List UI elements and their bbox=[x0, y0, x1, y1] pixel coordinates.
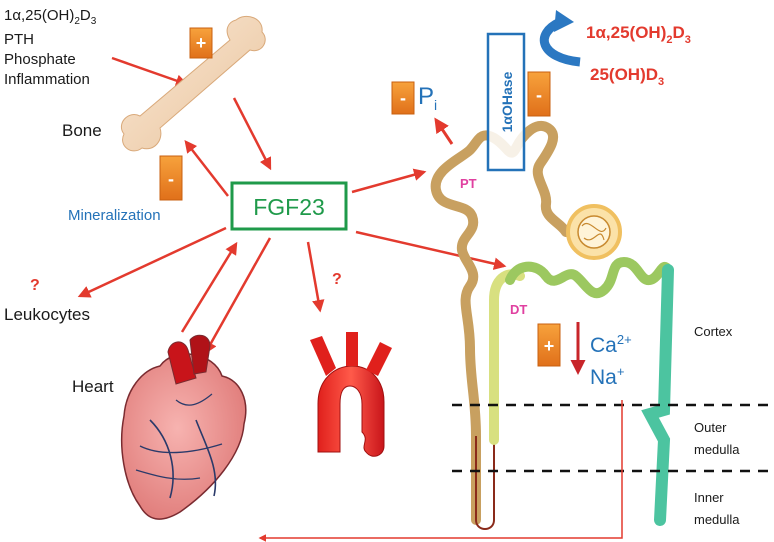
input-phosphate: Phosphate bbox=[4, 51, 76, 68]
sodium-label: Na+ bbox=[590, 364, 624, 389]
inputs-block: 1α,25(OH)2D3 PTH Phosphate Inflammation bbox=[4, 7, 97, 88]
input-inflammation: Inflammation bbox=[4, 71, 90, 88]
glomerulus-icon bbox=[566, 204, 622, 260]
leukocytes-question: ? bbox=[30, 277, 40, 294]
svg-text:-: - bbox=[168, 169, 174, 189]
plus-badge-dt: + bbox=[537, 323, 561, 367]
arrow-pt-to-phosphate bbox=[434, 117, 454, 145]
minus-badge-phosphate: - bbox=[391, 81, 415, 115]
bone-label: Bone bbox=[62, 121, 102, 140]
arrow-inputs-to-bone bbox=[111, 56, 189, 87]
inner-label-1: Inner bbox=[694, 490, 724, 505]
aorta-question: ? bbox=[332, 271, 342, 288]
phosphate-label: Pi bbox=[418, 83, 437, 113]
aorta-icon bbox=[310, 332, 392, 457]
arrow-fgf23-to-aorta bbox=[306, 241, 325, 313]
minus-badge-enzyme: - bbox=[527, 71, 551, 117]
svg-text:-: - bbox=[400, 88, 406, 108]
cortex-label: Cortex bbox=[694, 324, 733, 339]
outer-label-2: medulla bbox=[694, 442, 740, 457]
enzyme-label: 1αOHase bbox=[499, 71, 515, 132]
heart-icon bbox=[121, 334, 247, 520]
arrow-fgf23-to-pt bbox=[351, 168, 427, 194]
active-vitd-label: 1α,25(OH)2D3 bbox=[586, 23, 691, 46]
enzyme-box: 1αOHase bbox=[486, 32, 526, 172]
precursor-vitd-label: 25(OH)D3 bbox=[590, 65, 664, 88]
minus-badge-mineralization: - bbox=[159, 155, 183, 201]
arrow-bone-to-fgf23 bbox=[232, 97, 272, 171]
arrow-heart-to-fgf23 bbox=[180, 241, 238, 333]
svg-text:-: - bbox=[536, 85, 542, 105]
arrow-kidney-to-heart bbox=[258, 400, 623, 542]
arrow-fgf23-to-dt bbox=[355, 230, 507, 270]
outer-label-1: Outer bbox=[694, 420, 727, 435]
input-vitd: 1α,25(OH)2D3 bbox=[4, 7, 97, 27]
pt-label: PT bbox=[460, 176, 477, 191]
arrow-fgf23-to-leukocytes bbox=[77, 226, 227, 298]
mineralization-label: Mineralization bbox=[68, 207, 161, 224]
svg-text:+: + bbox=[196, 33, 207, 53]
fgf23-label: FGF23 bbox=[253, 194, 325, 220]
svg-text:+: + bbox=[544, 336, 555, 356]
bone-icon bbox=[120, 16, 266, 152]
plus-badge-bone: + bbox=[189, 27, 213, 59]
arrow-fgf23-to-bone bbox=[184, 140, 229, 197]
heart-label: Heart bbox=[72, 377, 114, 396]
calcium-label: Ca2+ bbox=[590, 332, 632, 357]
conversion-arrow-icon bbox=[539, 10, 581, 67]
inner-label-2: medulla bbox=[694, 512, 740, 527]
arrow-fgf23-to-heart bbox=[204, 237, 272, 355]
input-pth: PTH bbox=[4, 31, 34, 48]
fgf23-box: FGF23 bbox=[230, 181, 348, 231]
nephron-icon bbox=[430, 121, 674, 530]
leukocytes-label: Leukocytes bbox=[4, 305, 90, 324]
dt-label: DT bbox=[510, 302, 527, 317]
